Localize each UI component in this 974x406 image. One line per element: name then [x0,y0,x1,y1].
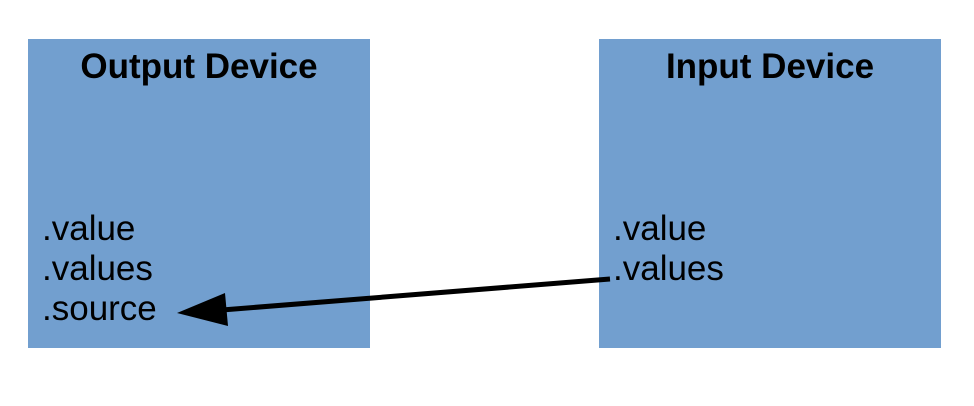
output-property-value: .value [42,209,136,248]
output-property-values: .values [42,249,153,288]
output-device-box: Output Device .value .values .source [28,39,370,348]
input-device-title: Input Device [665,47,875,86]
input-property-value: .value [613,209,707,248]
input-property-values: .values [613,249,724,288]
connection-arrow-line [221,276,611,313]
output-property-source: .source [42,289,157,328]
output-device-title: Output Device [80,47,318,86]
input-device-properties: .value .values [613,209,724,289]
arrowhead-icon [177,293,228,326]
input-device-box: Input Device .value .values [599,39,941,348]
output-device-properties: .value .values .source [42,209,157,329]
